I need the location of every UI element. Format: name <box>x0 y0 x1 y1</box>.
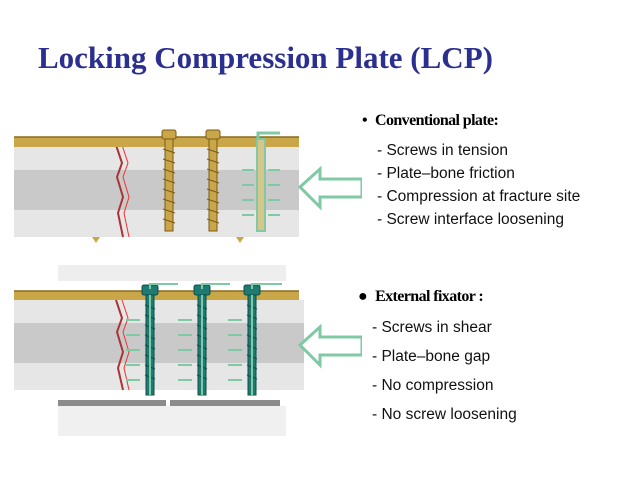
conventional-plate-heading: •Conventional plate: <box>362 112 499 129</box>
conventional-plate-panel: •Conventional plate: - Screws in tension… <box>360 112 638 231</box>
list-item: - Plate–bone friction <box>377 165 515 182</box>
conventional-plate-diagram <box>14 129 362 243</box>
list-item: - Screws in tension <box>377 142 508 159</box>
list-item: - No compression <box>372 377 494 394</box>
list-item: - No screw loosening <box>372 406 517 423</box>
bullet-icon: • <box>362 112 368 129</box>
list-item: - Screws in shear <box>372 319 492 336</box>
external-fixator-panel: ●External fixator : - Screws in shear - … <box>358 288 628 429</box>
list-item: - Compression at fracture site <box>377 188 581 205</box>
list-item: - Screw interface loosening <box>377 211 564 228</box>
slide-title: Locking Compression Plate (LCP) <box>38 40 493 75</box>
list-item: - Plate–bone gap <box>372 348 491 365</box>
external-fixator-heading: ●External fixator : <box>358 288 484 305</box>
external-fixator-diagram <box>14 265 362 436</box>
bullet-icon: ● <box>358 288 368 305</box>
